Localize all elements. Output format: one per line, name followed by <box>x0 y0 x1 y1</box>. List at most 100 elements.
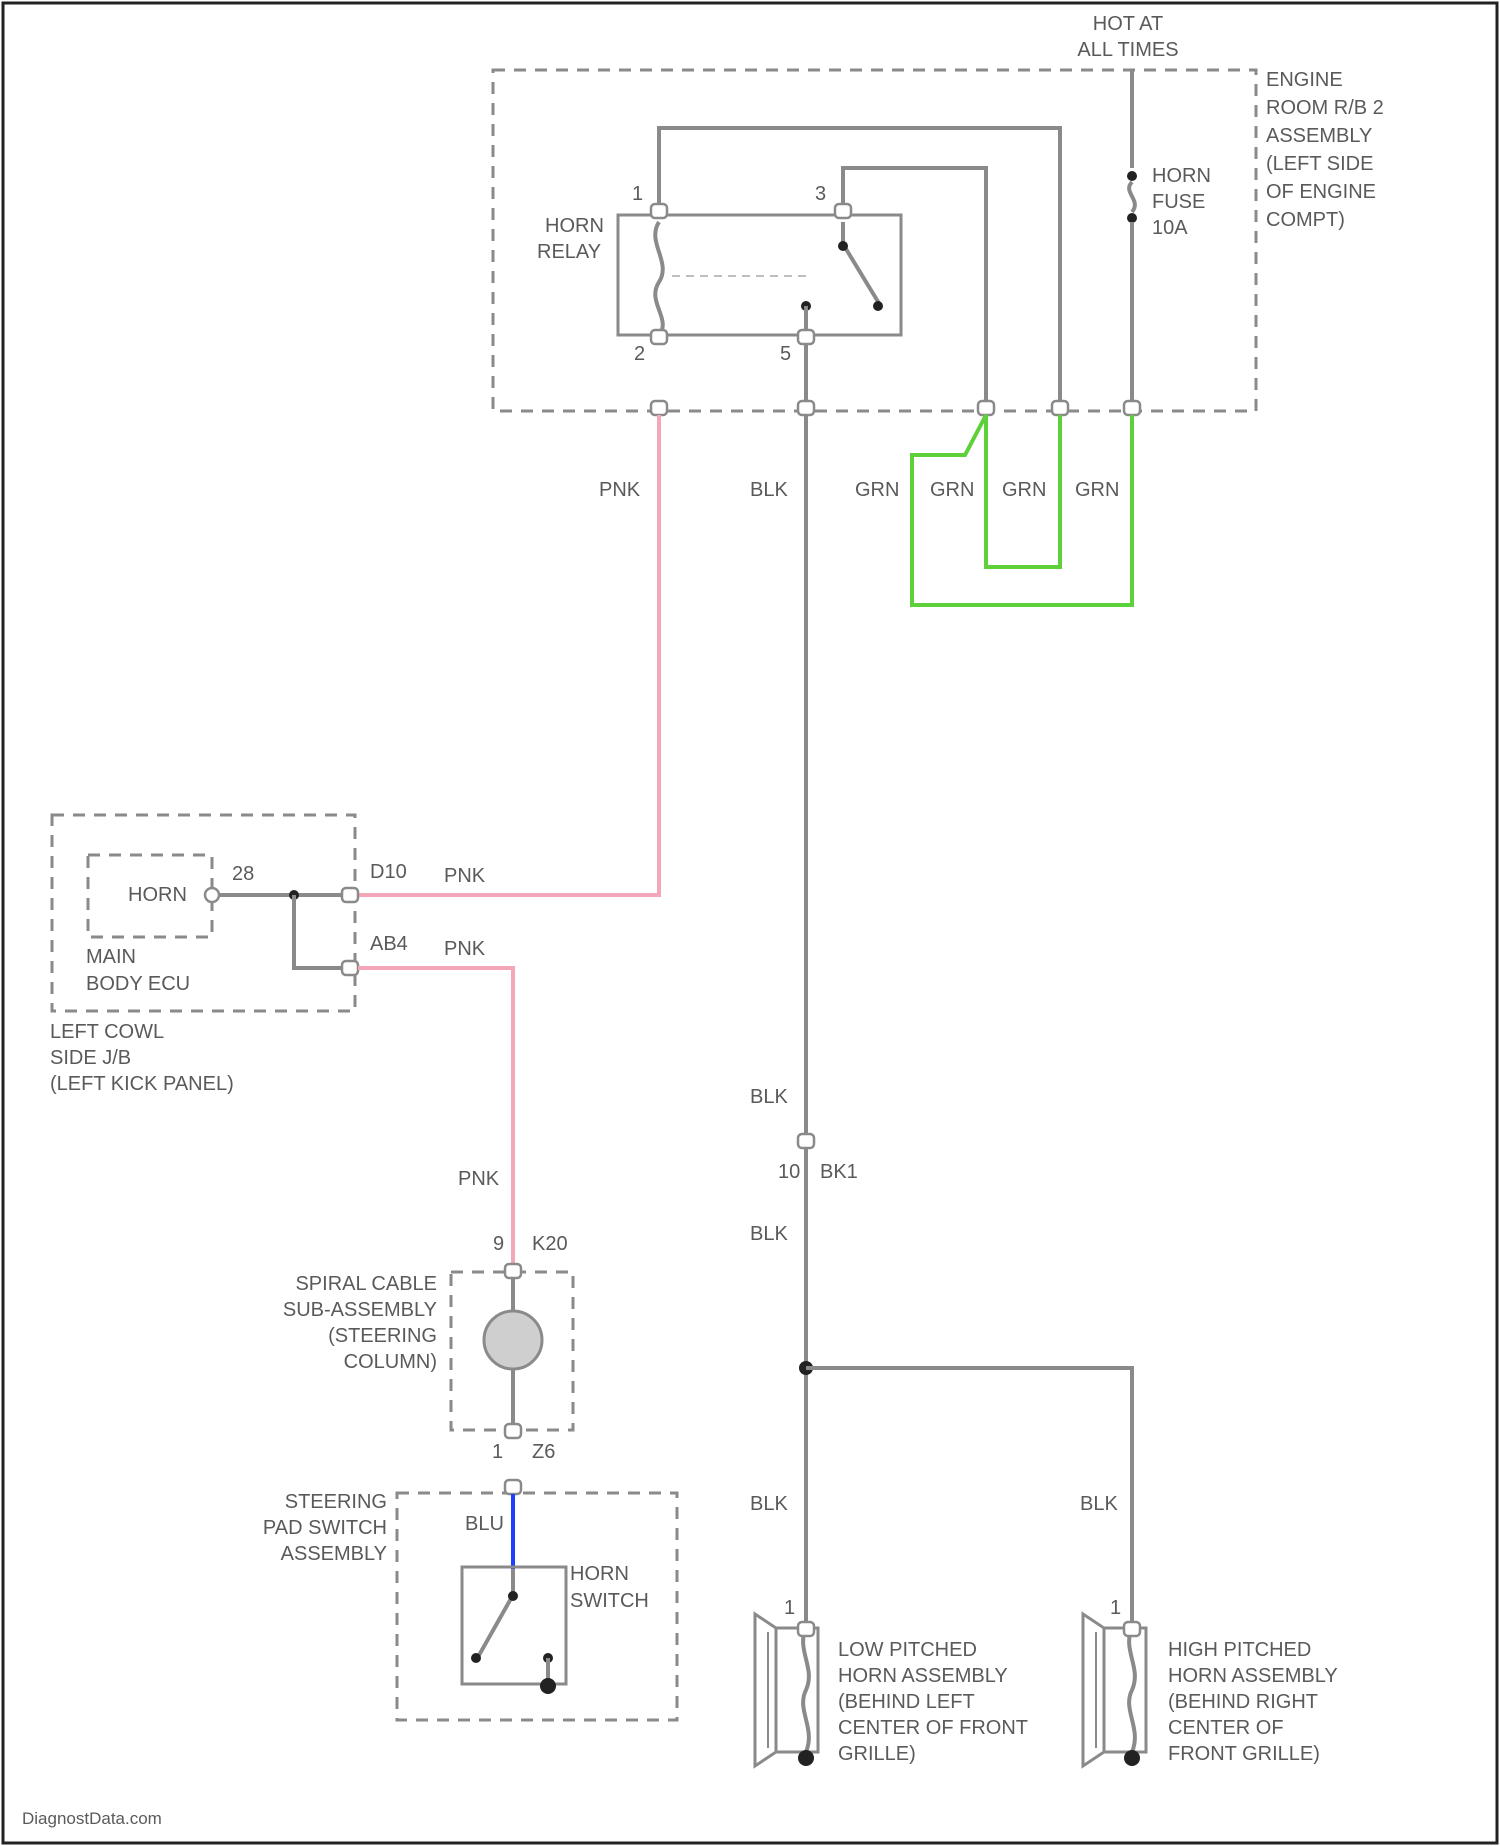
pnk-label-spiral: PNK <box>458 1168 500 1190</box>
ecu-pin-28-label: 28 <box>232 863 254 885</box>
steering-pad-terminal <box>505 1480 521 1494</box>
ecu-internal-wire-bottom <box>294 895 344 968</box>
bk1-pin-label: 10 <box>778 1161 800 1183</box>
blk-label-high-horn: BLK <box>1080 1493 1118 1515</box>
spiral-label-1: SPIRAL CABLE <box>295 1273 437 1295</box>
spiral-connector-bottom-label: Z6 <box>532 1441 555 1463</box>
pnk-label-d10: PNK <box>444 865 486 887</box>
ecu-horn-label: HORN <box>128 884 187 906</box>
rb2-connector-grn-2 <box>1052 401 1068 415</box>
pnk-wire-ecu-to-spiral <box>358 968 513 1265</box>
blk-label-above-bk1: BLK <box>750 1086 788 1108</box>
spiral-connector-top-label: K20 <box>532 1233 568 1255</box>
engine-box-label-5: OF ENGINE <box>1266 181 1376 203</box>
grn-label-4: GRN <box>1075 479 1119 501</box>
horn-relay-label-2: RELAY <box>537 241 601 263</box>
steering-pad-label-2: PAD SWITCH <box>263 1517 387 1539</box>
low-horn-terminal <box>798 1622 814 1636</box>
relay-pin-1: 1 <box>632 183 643 205</box>
connector-d10-terminal <box>342 888 358 902</box>
jb-label-1: LEFT COWL <box>50 1021 164 1043</box>
spiral-label-4: COLUMN) <box>344 1351 437 1373</box>
engine-box-label-4: (LEFT SIDE <box>1266 153 1373 175</box>
grn-jumper-outer <box>912 415 1132 605</box>
high-horn-label-4: CENTER OF <box>1168 1717 1284 1739</box>
relay-contact-b <box>873 301 883 311</box>
horn-switch-label-2: SWITCH <box>570 1590 649 1612</box>
relay-pin-2: 2 <box>634 343 645 365</box>
pnk-label-ab4: PNK <box>444 938 486 960</box>
jb-label-2: SIDE J/B <box>50 1047 131 1069</box>
connector-d10-label: D10 <box>370 861 407 883</box>
bk1-connector <box>798 1134 814 1148</box>
high-horn-terminal <box>1124 1622 1140 1636</box>
ecu-horn-pin-terminal <box>205 888 219 902</box>
horn-fuse-symbol <box>1127 171 1137 223</box>
connector-ab4-terminal <box>342 961 358 975</box>
horn-fuse-label-2: FUSE <box>1152 191 1205 213</box>
relay-pin-5: 5 <box>780 343 791 365</box>
grn-label-3: GRN <box>1002 479 1046 501</box>
relay-pin-1-terminal <box>651 204 667 218</box>
horn-fuse-label-3: 10A <box>1152 217 1188 239</box>
bk1-connector-label: BK1 <box>820 1161 858 1183</box>
ecu-label-1: MAIN <box>86 946 136 968</box>
horn-switch-contact-top <box>508 1591 518 1601</box>
horn-switch-label-1: HORN <box>570 1563 629 1585</box>
steering-pad-label-1: STEERING <box>285 1491 387 1513</box>
low-horn-label-2: HORN ASSEMBLY <box>838 1665 1008 1687</box>
horn-fuse-label-1: HORN <box>1152 165 1211 187</box>
low-horn-label-3: (BEHIND LEFT <box>838 1691 975 1713</box>
power-label-line2: ALL TIMES <box>1077 39 1178 61</box>
spiral-label-3: (STEERING <box>328 1325 437 1347</box>
relay-contact-a <box>838 241 848 251</box>
relay-coil <box>655 222 663 336</box>
relay-switch-arm <box>843 222 880 305</box>
low-horn-label-5: GRILLE) <box>838 1743 916 1765</box>
spiral-pin-top-label: 9 <box>493 1233 504 1255</box>
engine-box-label-1: ENGINE <box>1266 69 1343 91</box>
relay-pin-3: 3 <box>815 183 826 205</box>
spiral-cable-icon <box>484 1311 542 1369</box>
low-horn-label-4: CENTER OF FRONT <box>838 1717 1028 1739</box>
low-horn-label-1: LOW PITCHED <box>838 1639 977 1661</box>
pnk-label-relay: PNK <box>599 479 641 501</box>
relay-pin-3-terminal <box>835 204 851 218</box>
spiral-top-terminal <box>505 1264 521 1278</box>
grn-label-2: GRN <box>930 479 974 501</box>
relay-pin3-wire <box>843 168 986 404</box>
horn-switch-contact-left <box>471 1653 481 1663</box>
engine-box-label-6: COMPT) <box>1266 209 1345 231</box>
spiral-pin-bottom-label: 1 <box>492 1441 503 1463</box>
connector-ab4-label: AB4 <box>370 933 408 955</box>
high-horn-ground <box>1124 1750 1140 1766</box>
source-credit: DiagnostData.com <box>22 1809 162 1828</box>
rb2-connector-grn-3 <box>1124 401 1140 415</box>
blk-label-below-bk1: BLK <box>750 1223 788 1245</box>
high-horn-pin-label: 1 <box>1110 1597 1121 1619</box>
steering-pad-label-3: ASSEMBLY <box>281 1543 387 1565</box>
horn-switch-ground <box>540 1678 556 1694</box>
low-horn-pin-label: 1 <box>784 1597 795 1619</box>
spiral-bottom-terminal <box>505 1424 521 1438</box>
blk-label-low-horn: BLK <box>750 1493 788 1515</box>
low-horn-ground <box>798 1750 814 1766</box>
ecu-label-2: BODY ECU <box>86 973 190 995</box>
relay-pin-5-terminal <box>798 330 814 344</box>
high-horn-label-5: FRONT GRILLE) <box>1168 1743 1320 1765</box>
high-horn-label-2: HORN ASSEMBLY <box>1168 1665 1338 1687</box>
rb2-connector-blk <box>798 401 814 415</box>
horn-relay-label-1: HORN <box>545 215 604 237</box>
spiral-label-2: SUB-ASSEMBLY <box>283 1299 437 1321</box>
blu-label: BLU <box>465 1513 504 1535</box>
diagram-frame <box>3 3 1497 1843</box>
horn-switch-arm <box>478 1569 513 1657</box>
high-horn-label-1: HIGH PITCHED <box>1168 1639 1311 1661</box>
blk-label-top: BLK <box>750 479 788 501</box>
rb2-connector-pnk <box>651 401 667 415</box>
engine-room-rb2-box <box>493 70 1256 411</box>
high-horn-label-3: (BEHIND RIGHT <box>1168 1691 1318 1713</box>
relay-pin-2-terminal <box>651 330 667 344</box>
